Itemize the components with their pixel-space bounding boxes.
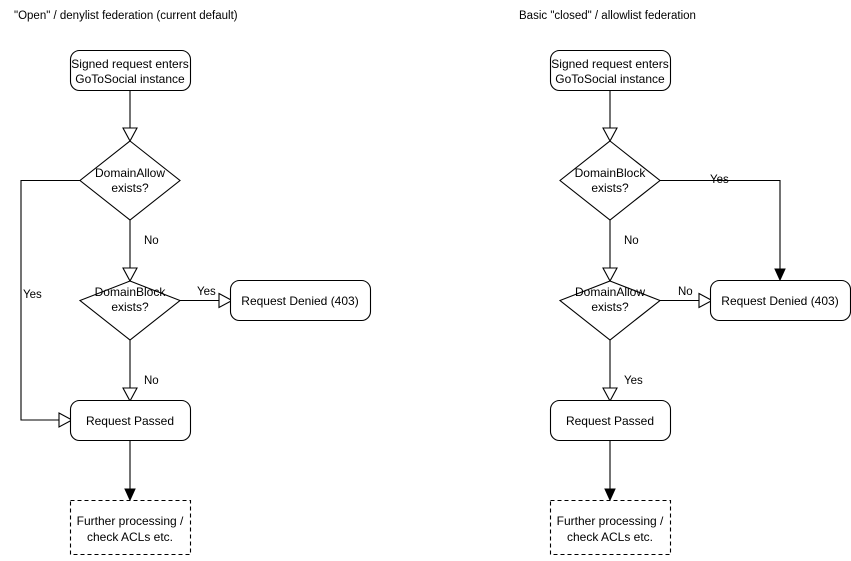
node-request-denied-denylist [229,279,372,322]
node-decision-domainblock-denylist-line1: DomainBlock [95,285,167,299]
arrowhead-domainblock-yes-to-denied [218,292,234,309]
node-request-denied-allowlist-label: Request Denied (403) [721,294,838,308]
edge-label-domainblock-no: No [144,375,159,387]
node-decision-domainallow-denylist-line2: exists? [111,181,149,195]
node-decision-domainblock-allowlist-line1: DomainBlock [575,166,647,180]
node-further-processing-allowlist-line2: check ACLs etc. [567,530,653,544]
node-further-processing-denylist-line2: check ACLs etc. [87,530,173,544]
node-decision-domainallow-allowlist-line1: DomainAllow [575,285,645,299]
arrowhead-entry-to-domainblock [602,127,618,143]
arrowhead-passed-to-further-allowlist [604,488,616,502]
node-entry-allowlist-line2: GoToSocial instance [555,72,665,86]
arrowhead-domainallow-yes-to-passed [58,412,74,428]
edge-label-domainallow-no: No [144,235,159,247]
node-entry-allowlist-line1: Signed request enters [551,57,668,71]
arrowhead-domainallow-no-to-domainblock [122,267,138,283]
edge-domainblock-yes-to-denied-allowlist [660,179,781,276]
arrowhead-domainblock-no-to-passed [122,387,138,403]
node-further-processing-allowlist-line1: Further processing / [557,514,664,528]
edge-label-domainblock-yes-allowlist: Yes [710,174,729,186]
node-request-denied-denylist-label: Request Denied (403) [241,294,358,308]
node-decision-domainallow-denylist-line1: DomainAllow [95,166,165,180]
node-further-processing-denylist [69,499,192,556]
node-entry-denylist-line2: GoToSocial instance [75,72,185,86]
panel-title-allowlist: Basic "closed" / allowlist federation [519,10,696,22]
arrowhead-domainallow-no-to-denied-allowlist [698,292,714,309]
arrowhead-domainallow-yes-to-passed-allowlist [602,387,618,403]
arrowhead-domainblock-yes-to-denied-allowlist [774,268,786,282]
node-entry-denylist-line1: Signed request enters [71,57,188,71]
arrowhead-passed-to-further-denylist [124,488,136,502]
arrowhead-entry-to-domainallow [122,127,138,143]
node-decision-domainallow-allowlist-line2: exists? [591,300,629,314]
arrowhead-domainblock-no-to-domainallow [602,267,618,283]
node-further-processing-allowlist [549,499,672,556]
edge-label-domainblock-yes: Yes [197,286,216,298]
node-request-passed-allowlist-label: Request Passed [566,414,654,428]
node-decision-domainblock-allowlist-line2: exists? [591,181,629,195]
panel-allowlist: Basic "closed" / allowlist federation Si… [519,10,851,556]
edge-domainallow-yes-to-passed [20,179,80,421]
node-decision-domainblock-denylist-line2: exists? [111,300,149,314]
edge-label-domainallow-no-allowlist: No [678,286,693,298]
node-further-processing-denylist-line1: Further processing / [77,514,184,528]
edge-label-domainallow-yes-allowlist: Yes [624,375,643,387]
edge-label-domainblock-no-allowlist: No [624,235,639,247]
panel-denylist: "Open" / denylist federation (current de… [14,10,372,556]
edge-label-domainallow-yes: Yes [23,289,42,301]
node-request-passed-denylist-label: Request Passed [86,414,174,428]
panel-title-denylist: "Open" / denylist federation (current de… [14,10,238,22]
